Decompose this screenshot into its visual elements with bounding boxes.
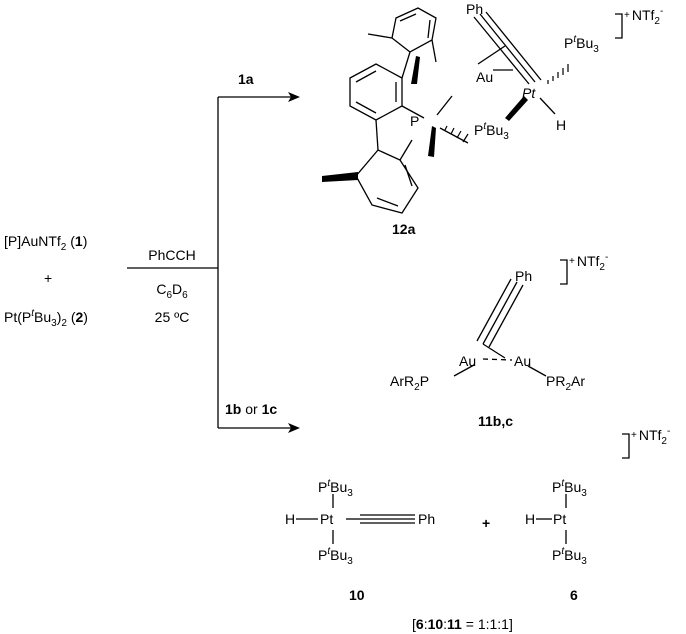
arrowhead-bottom	[288, 423, 300, 433]
condition-reagent: PhCCH	[148, 247, 195, 263]
counterion-11: +NTf2-	[569, 252, 608, 273]
ptbu3-bottom-10: PtBu3	[318, 546, 353, 567]
ptbu3-top-10: PtBu3	[318, 478, 353, 499]
label-12a: 12a	[392, 221, 416, 237]
arrowhead-top	[288, 92, 300, 102]
label-10: 10	[349, 587, 365, 603]
ph-11: Ph	[515, 268, 532, 284]
ligand-right-11: PR2Ar	[546, 373, 585, 393]
condition-temperature: 25 ºC	[155, 309, 190, 325]
ptbu3-bottom-12a: PtBu3	[474, 121, 509, 142]
label-11: 11b,c	[478, 413, 513, 429]
label-6: 6	[570, 587, 578, 603]
ph-10: Ph	[418, 511, 435, 527]
product-ratio: [6:10:11 = 1:1:1]	[412, 616, 513, 632]
ph-12a: Ph	[466, 1, 483, 17]
condition-solvent: C6D6	[156, 281, 188, 301]
branch-label-bottom: 1b or 1c	[225, 401, 277, 417]
plus-between-products: +	[482, 515, 490, 531]
counterion-12a: +NTf2-	[624, 6, 663, 27]
product-12a-structure: P Au Pt H Ph PtBu3 PtBu3 +NTf2-	[322, 1, 663, 214]
product-6-structure: H Pt PtBu3 PtBu3 +NTf2-	[525, 426, 670, 567]
product-10-structure: H Pt Ph PtBu3 PtBu3	[285, 478, 435, 567]
reactant-plus: +	[44, 270, 52, 286]
au-right-11: Au	[514, 353, 531, 369]
pt-atom-10: Pt	[320, 511, 333, 527]
counterion-6: +NTf2-	[631, 426, 670, 447]
ptbu3-top-6: PtBu3	[552, 478, 587, 499]
h-atom-10: H	[285, 511, 295, 527]
reactant-platinum: Pt(PtBu3)2 (2)	[4, 308, 88, 329]
au-left-11: Au	[459, 353, 476, 369]
h-atom-6: H	[525, 511, 535, 527]
p-atom-12a: P	[410, 113, 419, 129]
pt-atom-6: Pt	[553, 511, 566, 527]
au-atom-12a: Au	[476, 69, 493, 85]
pt-atom-12a: Pt	[522, 85, 536, 101]
ligand-left-11: ArR2P	[390, 373, 429, 393]
branch-label-top: 1a	[238, 71, 254, 87]
product-11-structure: Ph Au Au ArR2P PR2Ar +NTf2-	[390, 252, 608, 393]
h-atom-12a: H	[556, 117, 566, 133]
ptbu3-top-12a: PtBu3	[564, 34, 599, 55]
ptbu3-bottom-6: PtBu3	[552, 546, 587, 567]
reactant-gold: [P]AuNTf2 (1)	[4, 233, 87, 253]
